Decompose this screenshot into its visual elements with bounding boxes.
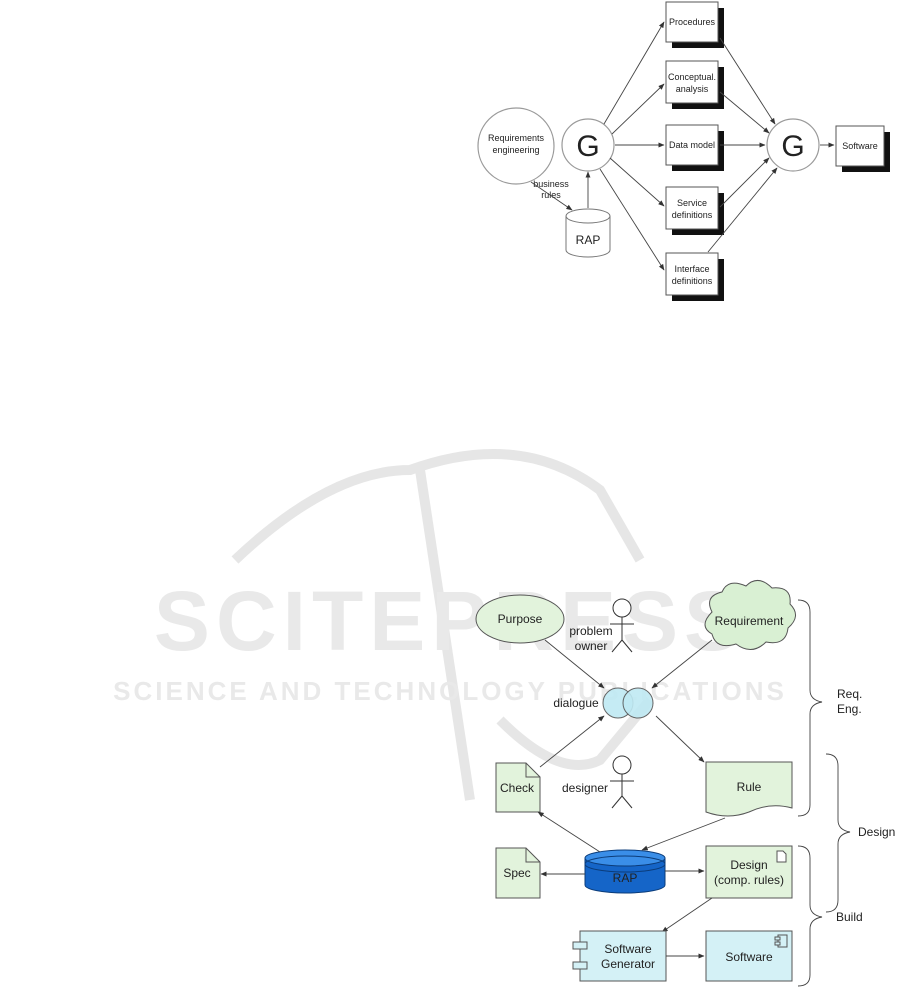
svg-text:Data model: Data model <box>669 140 715 150</box>
phase-build-label: Build <box>836 910 863 924</box>
generator-diagram: Requirements engineering business rules … <box>477 1 890 301</box>
watermark-subtitle: SCIENCE AND TECHNOLOGY PUBLICATIONS <box>113 676 787 706</box>
designer-label: designer <box>562 781 608 795</box>
phase-design-label: Design <box>858 825 895 839</box>
process-diagram: Purpose problem owner Requirement dialog… <box>475 580 895 987</box>
purpose-node <box>475 594 565 644</box>
design-label-2: (comp. rules) <box>714 873 784 887</box>
spec-label: Spec <box>503 866 530 880</box>
component-port-icon <box>572 941 588 950</box>
service-definitions-box: Service definitions <box>665 186 724 235</box>
rap-database-icon <box>584 849 666 894</box>
rap2-label: RAP <box>613 871 638 885</box>
generator-left-node <box>561 118 615 172</box>
spec-document-icon <box>495 847 541 899</box>
watermark-title: SCITEPRESS <box>154 574 746 668</box>
rule-box <box>705 761 793 817</box>
procedures-box: Procedures <box>665 1 724 48</box>
requirement-cloud-icon <box>704 580 796 650</box>
generator-right-label: G <box>781 130 804 163</box>
component-port-icon <box>572 961 588 970</box>
phase-req-label-2: Eng. <box>837 702 862 716</box>
document-icon <box>776 850 787 863</box>
check-document-icon <box>495 762 541 813</box>
brace-req-eng <box>797 599 823 817</box>
requirement-label: Requirement <box>715 614 784 628</box>
software-generator-component <box>572 930 667 982</box>
check-label: Check <box>500 781 535 795</box>
svg-text:Software: Software <box>842 141 878 151</box>
generator-label-2: Generator <box>601 957 655 971</box>
purpose-label: Purpose <box>498 612 543 626</box>
software-label: Software <box>725 950 773 964</box>
problem-owner-label-1: problem <box>569 624 612 638</box>
requirements-label-1: Requirements <box>488 133 545 143</box>
software-component <box>705 930 793 982</box>
designer-actor-icon <box>610 755 634 809</box>
svg-text:Interface: Interface <box>674 264 709 274</box>
svg-text:Conceptual.: Conceptual. <box>668 72 716 82</box>
svg-text:Service: Service <box>677 198 707 208</box>
design-label-1: Design <box>730 858 767 872</box>
interface-definitions-box: Interface definitions <box>665 252 724 301</box>
watermark-book-icon <box>231 449 654 801</box>
svg-text:definitions: definitions <box>672 276 713 286</box>
component-icon <box>774 934 788 948</box>
requirements-label-2: engineering <box>492 145 539 155</box>
problem-owner-actor-icon <box>610 598 634 653</box>
design-box <box>705 845 793 899</box>
data-model-box: Data model <box>665 124 724 171</box>
business-rules-label-2: rules <box>541 190 561 200</box>
rule-label: Rule <box>737 780 762 794</box>
dialogue-label: dialogue <box>553 696 599 710</box>
brace-design <box>825 753 851 913</box>
rap-database-icon <box>565 208 611 258</box>
svg-text:definitions: definitions <box>672 210 713 220</box>
brace-build <box>797 845 823 987</box>
svg-text:analysis: analysis <box>676 84 709 94</box>
conceptual-analysis-box: Conceptual. analysis <box>665 60 724 109</box>
business-rules-label-1: business <box>533 179 569 189</box>
problem-owner-label-2: owner <box>575 639 608 653</box>
generator-right-node <box>766 118 820 172</box>
watermark: SCITEPRESS SCIENCE AND TECHNOLOGY PUBLIC… <box>113 449 787 801</box>
svg-text:Procedures: Procedures <box>669 17 716 27</box>
requirements-engineering-node <box>477 107 555 185</box>
phase-req-label-1: Req. <box>837 687 862 701</box>
generator-label-1: Software <box>604 942 652 956</box>
software-output-box: Software <box>835 125 890 172</box>
dialogue-node <box>602 687 654 719</box>
generator-left-label: G <box>576 130 599 163</box>
rap-label: RAP <box>576 233 601 247</box>
